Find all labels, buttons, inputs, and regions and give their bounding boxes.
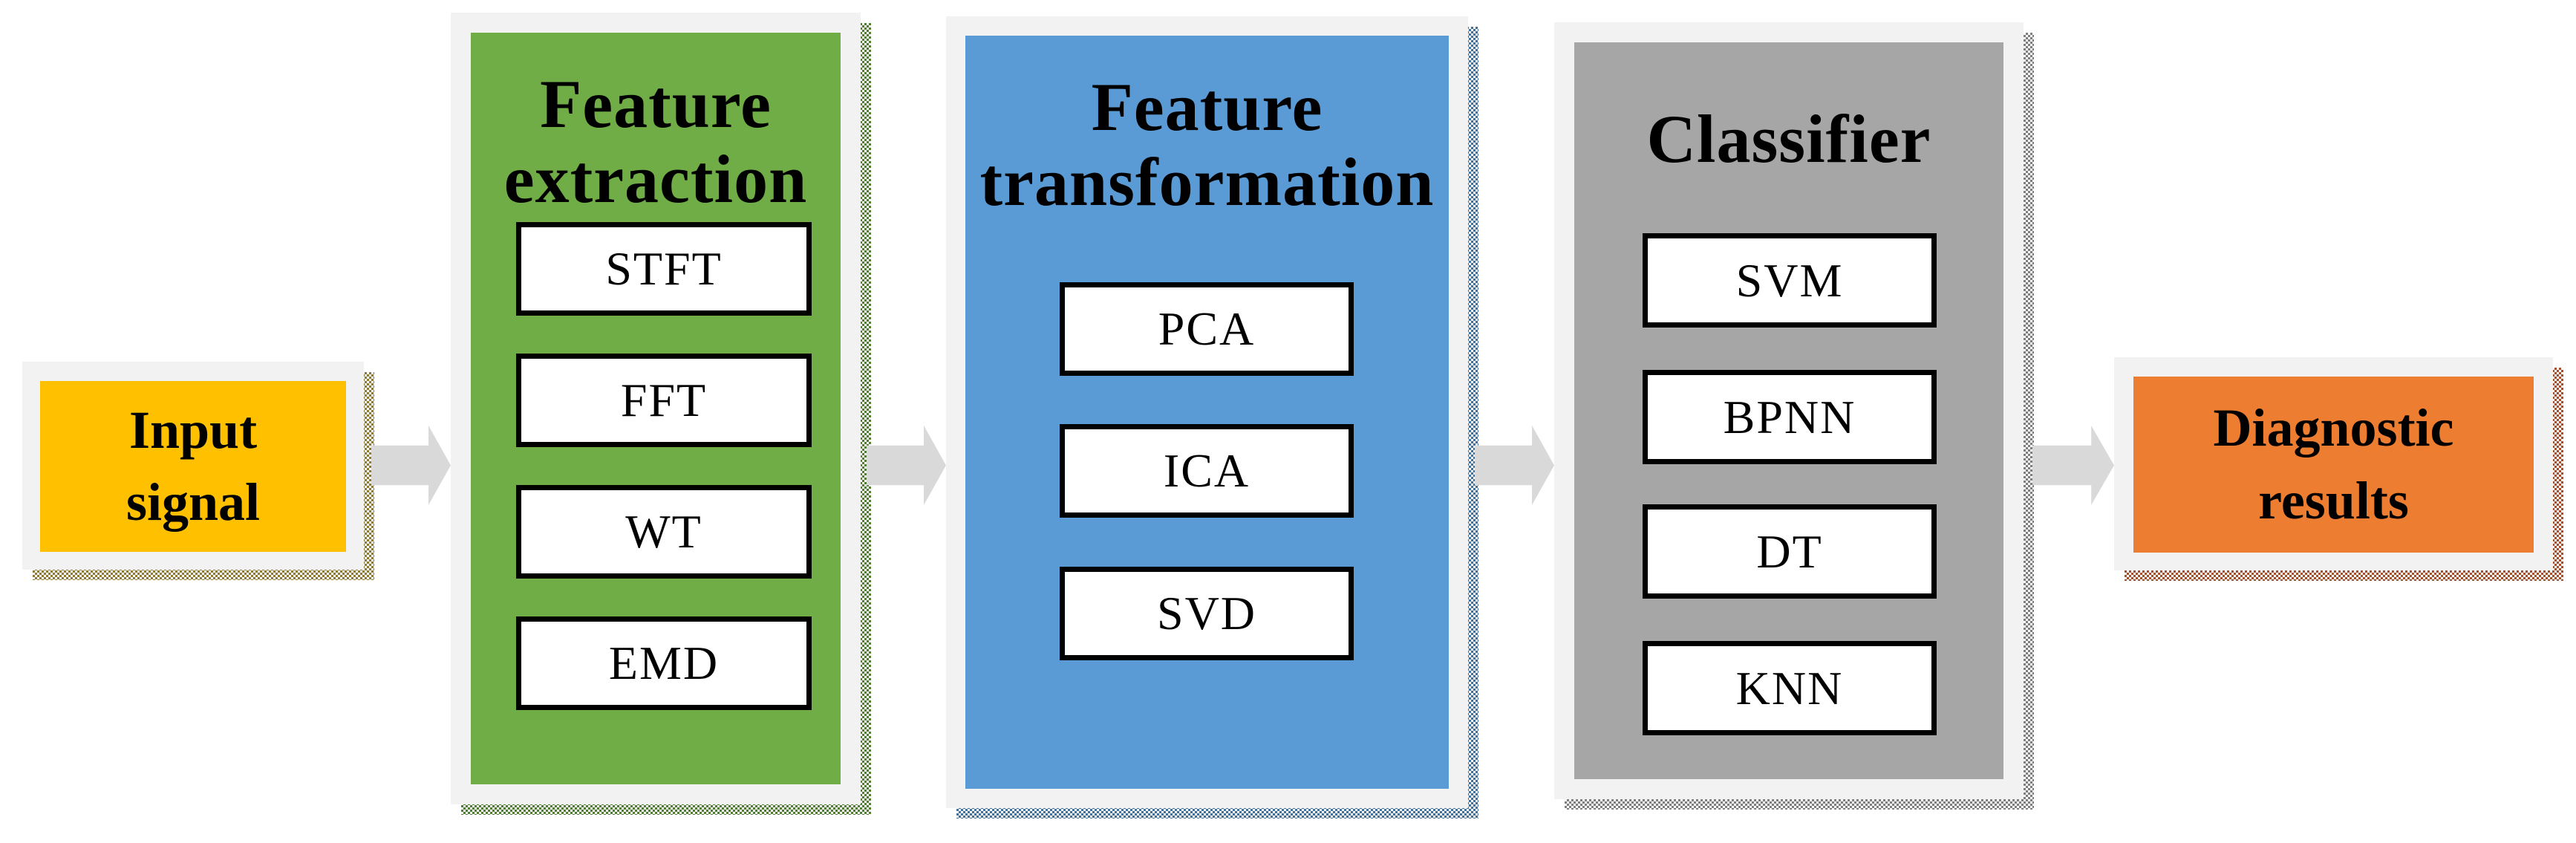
method-box-wt: WT xyxy=(516,485,812,579)
feature-extraction-title: Feature extraction xyxy=(503,66,808,218)
feature-extraction-group: Feature extraction STFT FFT WT EMD xyxy=(451,13,871,815)
method-box-knn: KNN xyxy=(1643,641,1937,735)
feature-transformation-panel: Feature transformation PCA ICA SVD xyxy=(965,36,1449,789)
input-signal-label: Input signal xyxy=(125,400,261,532)
classifier-title: Classifier xyxy=(1646,101,1931,177)
input-signal-group: Input signal xyxy=(22,362,374,580)
classifier-group: Classifier SVM BPNN DT KNN xyxy=(1554,22,2034,810)
feature-extraction-panel: Feature extraction STFT FFT WT EMD xyxy=(471,33,841,784)
feature-extraction-card: Feature extraction STFT FFT WT EMD xyxy=(451,13,861,804)
feature-transformation-card: Feature transformation PCA ICA SVD xyxy=(946,16,1468,808)
diagnostic-results-label: Diagnostic results xyxy=(2213,398,2454,530)
flow-arrow-right-icon xyxy=(867,426,946,505)
diagnostic-results-group: Diagnostic results xyxy=(2114,357,2563,581)
method-box-emd: EMD xyxy=(516,616,812,710)
method-box-fft: FFT xyxy=(516,354,812,447)
classifier-panel: Classifier SVM BPNN DT KNN xyxy=(1574,42,2003,779)
feature-transformation-group: Feature transformation PCA ICA SVD xyxy=(946,16,1478,818)
method-box-svd: SVD xyxy=(1060,567,1354,660)
flow-arrow-right-icon xyxy=(371,426,451,505)
input-card: Input signal xyxy=(22,362,364,570)
method-box-stft: STFT xyxy=(516,222,812,316)
method-box-svm: SVM xyxy=(1643,233,1937,328)
method-box-ica: ICA xyxy=(1060,424,1354,518)
diagnostic-results-box: Diagnostic results xyxy=(2133,377,2534,553)
flow-arrow-right-icon xyxy=(1475,426,1554,505)
method-box-dt: DT xyxy=(1643,504,1937,599)
method-box-pca: PCA xyxy=(1060,282,1354,376)
feature-transformation-title: Feature transformation xyxy=(979,69,1435,221)
classifier-card: Classifier SVM BPNN DT KNN xyxy=(1554,22,2024,799)
diagnostic-results-card: Diagnostic results xyxy=(2114,357,2553,570)
input-signal-box: Input signal xyxy=(40,381,346,552)
method-box-bpnn: BPNN xyxy=(1643,370,1937,464)
flow-arrow-right-icon xyxy=(2032,426,2114,505)
